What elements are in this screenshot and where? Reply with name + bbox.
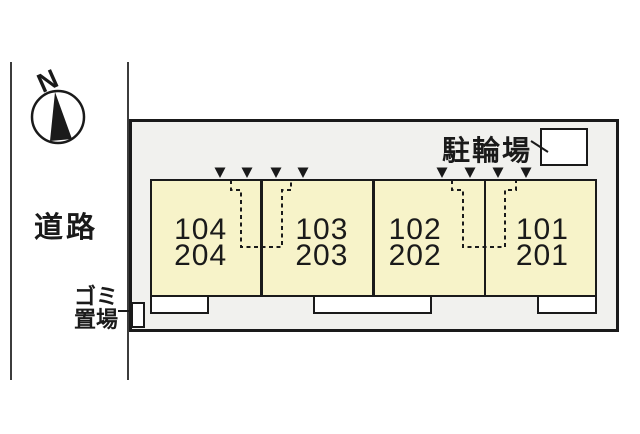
garbage-area-label: ゴミ 置場	[52, 285, 118, 331]
compass-north-label: N	[33, 63, 63, 98]
second-floor-number: 202	[388, 238, 442, 272]
entry-porch-left	[150, 295, 209, 314]
compass-circle	[30, 89, 86, 145]
entry-porch-right	[537, 295, 597, 314]
unit-102-202: 102 202	[372, 181, 484, 295]
road-label: 道路	[34, 212, 99, 244]
road-edge-line-right	[127, 62, 129, 380]
unit-number-label: 102 202	[388, 212, 442, 272]
second-floor-number: 204	[174, 238, 228, 272]
unit-number-label: 103 203	[295, 212, 349, 272]
unit-number-label: 101 201	[515, 212, 569, 272]
second-floor-number: 203	[295, 238, 349, 272]
bicycle-parking-box	[540, 128, 588, 166]
garbage-label-line1: ゴミ	[73, 284, 118, 309]
second-floor-number: 201	[515, 238, 569, 272]
entry-porch-center	[313, 295, 432, 314]
bicycle-parking-label: 駐輪場	[442, 135, 533, 166]
unit-103-203: 103 203	[261, 181, 372, 295]
first-floor-number: 104	[174, 212, 228, 246]
first-floor-number: 101	[515, 212, 569, 246]
unit-104-204: 104 204	[152, 181, 261, 295]
unit-number-label: 104 204	[174, 212, 228, 272]
garbage-label-line2: 置場	[73, 307, 118, 332]
building-outline: 104 204 103 203 102 202 101 201	[150, 179, 597, 297]
first-floor-number: 102	[388, 212, 442, 246]
unit-101-201: 101 201	[483, 181, 595, 295]
garbage-area-box	[131, 302, 145, 328]
compass-needle-icon	[50, 92, 72, 141]
road-edge-line-left	[10, 62, 12, 380]
compass-icon: N	[30, 63, 86, 145]
first-floor-number: 103	[295, 212, 349, 246]
